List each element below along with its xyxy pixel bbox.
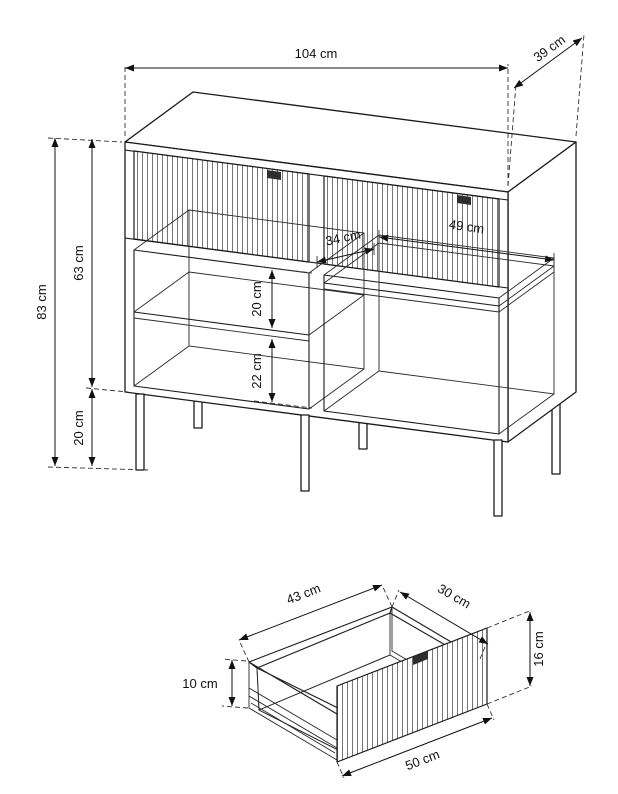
dim-cabinet-upper-opening: 20 cm	[249, 265, 313, 328]
dim-label-cabinet-interior-depth: 34 cm	[324, 227, 362, 249]
dim-label-cabinet-depth: 39 cm	[531, 32, 568, 65]
dim-label-drawer-inner-width: 30 cm	[435, 581, 473, 612]
dim-label-cabinet-upper-opening: 20 cm	[249, 281, 264, 316]
drawer-left-wall-outer	[248, 661, 338, 761]
drawer-slides	[248, 687, 338, 754]
cabinet-body	[124, 91, 577, 443]
drawer-back-wall-rim	[248, 606, 393, 669]
dim-label-drawer-inner-depth: 43 cm	[284, 580, 322, 607]
dim-cabinet-interior-depth: 34 cm	[316, 227, 375, 268]
drawer-handle-icon	[413, 651, 428, 665]
cabinet-right-handle-icon	[457, 195, 471, 205]
drawer-front-panel	[336, 627, 488, 763]
cabinet-front-center-leg	[300, 414, 310, 492]
dim-label-drawer-side-height: 10 cm	[182, 676, 217, 691]
dim-label-cabinet-body-height: 63 cm	[71, 245, 86, 280]
dim-cabinet-leg-height: 20 cm	[71, 389, 96, 466]
cabinet-front-right-leg	[493, 439, 503, 517]
cabinet-interior	[133, 209, 555, 435]
dim-label-cabinet-leg-height: 20 cm	[71, 410, 86, 445]
dim-drawer-front-height: 16 cm	[486, 609, 546, 705]
dim-cabinet-lower-opening: 22 cm	[249, 339, 313, 409]
dim-cabinet-total-height: 83 cm	[34, 137, 149, 471]
dim-cabinet-width: 104 cm	[124, 46, 509, 186]
cabinet-left-shelf	[133, 271, 365, 342]
dim-cabinet-shelf-width: 49 cm	[378, 217, 555, 267]
dim-cabinet-body-height: 63 cm	[71, 139, 129, 393]
cabinet-left-handle-icon	[267, 170, 281, 180]
drawer-figure: 43 cm 30 cm 16 cm 10 cm 50 cm	[182, 580, 546, 779]
dim-label-drawer-front-height: 16 cm	[531, 631, 546, 666]
dim-label-cabinet-lower-opening: 22 cm	[249, 353, 264, 388]
cabinet-figure: 104 cm 39 cm 83 cm 63 cm 20 cm 20 cm	[34, 32, 585, 517]
cabinet-left-drawer-front	[133, 150, 310, 263]
drawer-front	[336, 627, 488, 763]
cabinet-front-left-leg	[135, 393, 145, 471]
dim-label-cabinet-total-height: 83 cm	[34, 284, 49, 319]
dim-label-cabinet-width: 104 cm	[295, 46, 338, 61]
dim-label-cabinet-shelf-width: 49 cm	[448, 217, 485, 237]
dim-drawer-side-height: 10 cm	[182, 658, 249, 709]
